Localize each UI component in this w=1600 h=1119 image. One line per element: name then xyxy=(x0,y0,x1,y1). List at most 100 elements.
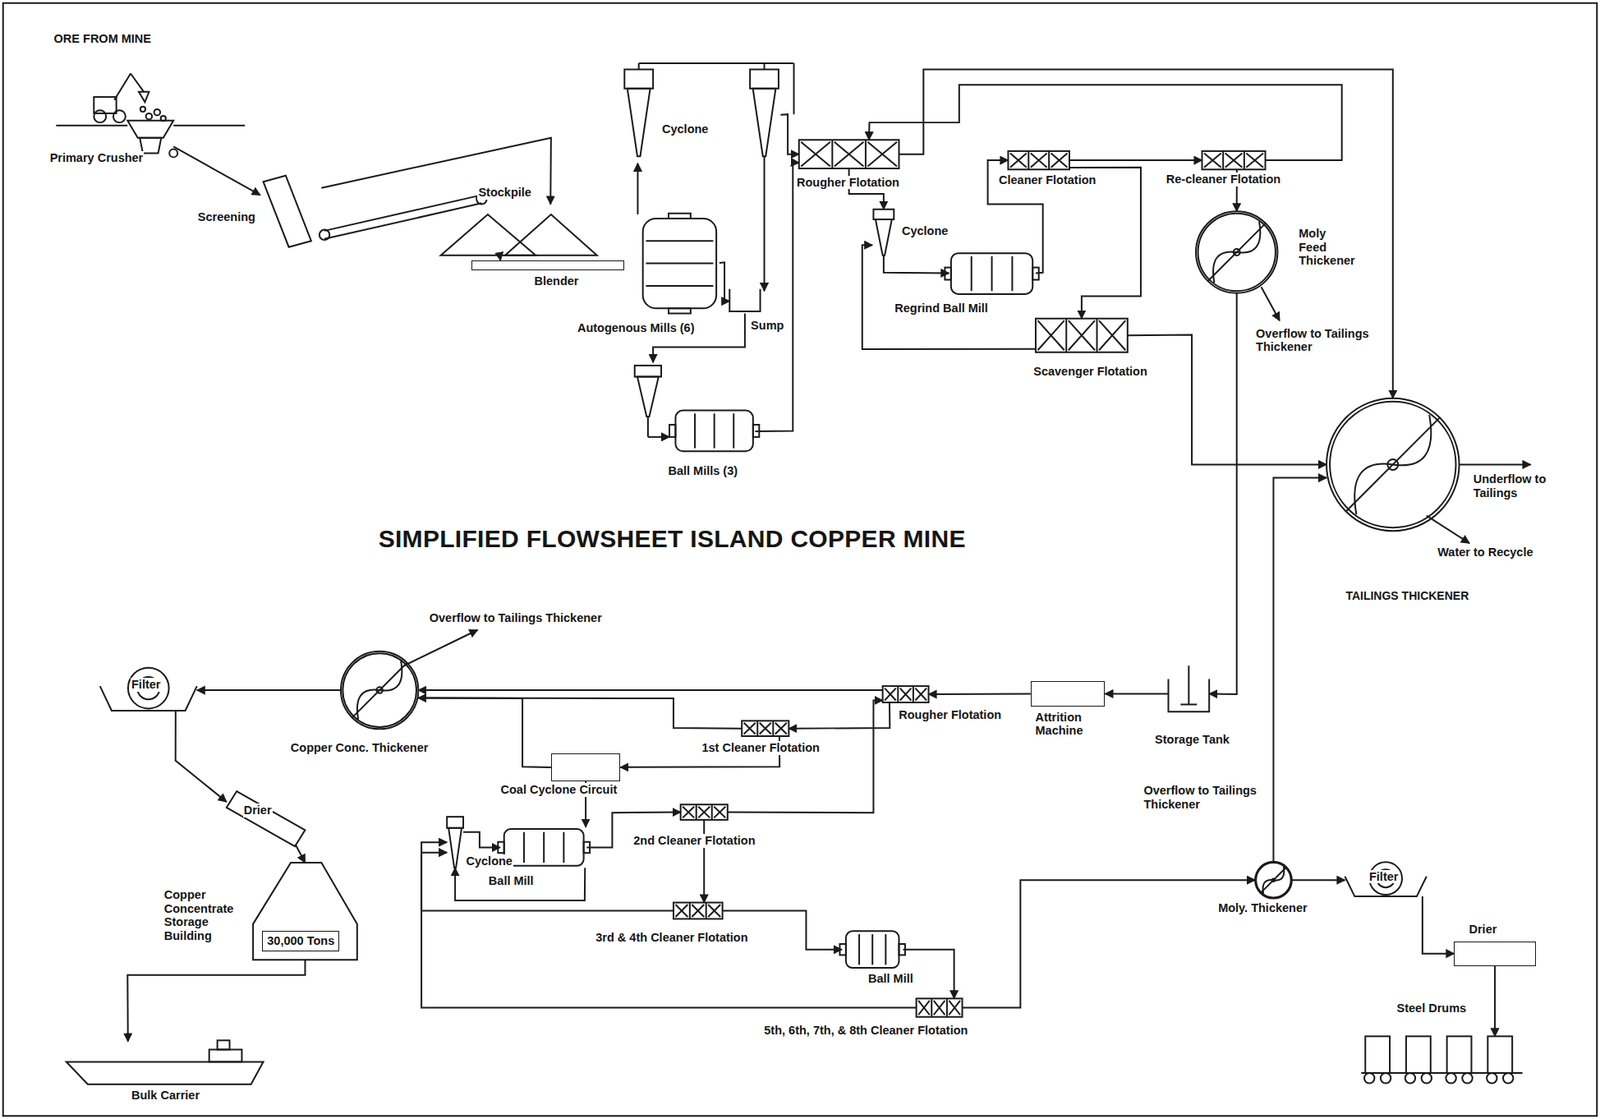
sump-box xyxy=(729,289,760,312)
flotation-cell xyxy=(914,688,927,701)
flotation-cell xyxy=(1030,152,1048,167)
thickener-rake xyxy=(1273,865,1284,880)
flotation-cell xyxy=(1243,151,1246,170)
equipment-node: Copper Conc. Thickener xyxy=(340,651,419,729)
flotation-cell-bank xyxy=(799,139,900,169)
process-line xyxy=(763,156,766,291)
flotation-cell xyxy=(834,142,865,167)
equipment-label: Sump xyxy=(749,318,785,333)
equipment-label: Storage Tank xyxy=(1154,732,1231,747)
flotation-cell xyxy=(948,1000,961,1015)
crusher-hopper xyxy=(127,120,174,138)
mill-liner xyxy=(884,933,887,965)
flotation-cell xyxy=(884,688,897,701)
flotation-cell xyxy=(900,688,912,701)
thickener-symbol xyxy=(1198,213,1276,291)
ship-bridge xyxy=(217,1039,230,1049)
equipment-label: Rougher Flotation xyxy=(897,708,1003,722)
steel-drum xyxy=(1365,1035,1390,1073)
equipment-label: Scavenger Flotation xyxy=(1032,364,1149,379)
stream-note: Underflow to Tailings xyxy=(1472,472,1567,500)
flow-line xyxy=(455,867,585,901)
thickener-symbol xyxy=(1255,861,1292,899)
drum-base xyxy=(1360,1071,1522,1074)
mill-trunnion xyxy=(668,308,691,313)
process-line xyxy=(763,63,766,69)
stream-note: Overflow to Tailings Thickener xyxy=(428,611,603,626)
flotation-cell xyxy=(708,904,721,917)
drum-wheel xyxy=(1462,1072,1472,1083)
equipment-node: Ball Mill xyxy=(841,928,904,971)
thickener-rake xyxy=(1263,879,1274,894)
equipment-label: Coal Cyclone Circuit xyxy=(500,782,619,797)
mill-liner xyxy=(991,256,994,291)
equipment-label: Attrition Machine xyxy=(1034,710,1104,738)
flotation-cell xyxy=(759,722,772,735)
stream-note: Overflow to Tailings Thickener xyxy=(1255,326,1380,355)
flow-line xyxy=(636,163,639,215)
mill-liner xyxy=(1011,256,1013,291)
mill-symbol xyxy=(951,252,1033,295)
flow-line xyxy=(421,841,674,911)
mill-liner xyxy=(645,262,713,265)
equipment-label: Cyclone xyxy=(661,122,709,137)
flow-line xyxy=(295,844,306,863)
mill-liner xyxy=(542,832,545,863)
cyclone-symbol xyxy=(634,365,662,378)
equipment-label: 3rd & 4th Cleaner Flotation xyxy=(594,930,749,945)
drum-wheel xyxy=(1421,1072,1432,1083)
leader-arrow xyxy=(1261,286,1280,321)
flow-line xyxy=(862,244,1036,350)
source-label: ORE FROM MINE xyxy=(53,32,152,46)
flotation-cell xyxy=(759,722,772,735)
flow-line xyxy=(1494,965,1496,1037)
steel-drum xyxy=(1447,1035,1472,1073)
equipment-node: 3rd & 4th Cleaner Flotation xyxy=(673,902,723,920)
cyclone-symbol xyxy=(446,816,464,828)
flotation-cell xyxy=(698,806,710,819)
diagram-title: SIMPLIFIED FLOWSHEET ISLAND COPPER MINE xyxy=(377,524,967,554)
process-line xyxy=(648,436,670,438)
equipment-label: Ball Mill xyxy=(487,873,535,888)
mill-liner xyxy=(970,256,973,291)
thickener-symbol xyxy=(1326,398,1460,532)
flow-line xyxy=(788,702,890,729)
flotation-cell xyxy=(1010,152,1027,167)
equipment-node: Filter xyxy=(1344,863,1426,897)
process-line xyxy=(639,62,795,65)
flotation-cell-bank xyxy=(673,902,723,920)
ore-rock xyxy=(146,113,152,120)
ground-line xyxy=(173,124,245,127)
equipment-label: Autogenous Mills (6) xyxy=(576,321,696,336)
equipment-node: Moly. Thickener xyxy=(1255,861,1292,899)
mill-liner xyxy=(871,933,874,965)
flow-line xyxy=(1069,159,1203,161)
filter-drum xyxy=(128,667,170,709)
flotation-cell xyxy=(1030,152,1048,167)
equipment-label: Cyclone xyxy=(901,224,949,239)
equipment-node: Sump xyxy=(729,289,760,314)
flotation-cell xyxy=(946,997,948,1017)
equipment-node: 1st Cleaner Flotation xyxy=(741,720,789,736)
equipment-label: Cyclone xyxy=(465,854,514,869)
equipment-label: Moly Feed Thickener xyxy=(1297,226,1357,268)
flotation-cell xyxy=(691,904,704,917)
flotation-cell xyxy=(1037,320,1064,350)
mill-symbol xyxy=(504,828,584,866)
mill-liner xyxy=(732,413,735,448)
equipment-node: Rougher Flotation xyxy=(882,685,929,703)
equipment-node: Copper Concentrate Storage Building30,00… xyxy=(252,862,358,960)
flotation-cell xyxy=(867,142,897,167)
flotation-cell xyxy=(867,142,897,167)
cyclone-symbol xyxy=(448,827,462,868)
flotation-cell xyxy=(1098,320,1126,350)
equipment-label: Bulk Carrier xyxy=(130,1088,201,1103)
flotation-cell xyxy=(914,688,927,701)
leader-arrow xyxy=(1426,515,1470,544)
thickener-rake xyxy=(1393,414,1432,465)
equipment-node: Attrition Machine xyxy=(1030,680,1106,707)
flow-line xyxy=(418,689,883,691)
storage-building xyxy=(252,862,358,960)
flotation-cell xyxy=(1245,152,1264,167)
thickener-symbol xyxy=(340,651,419,729)
